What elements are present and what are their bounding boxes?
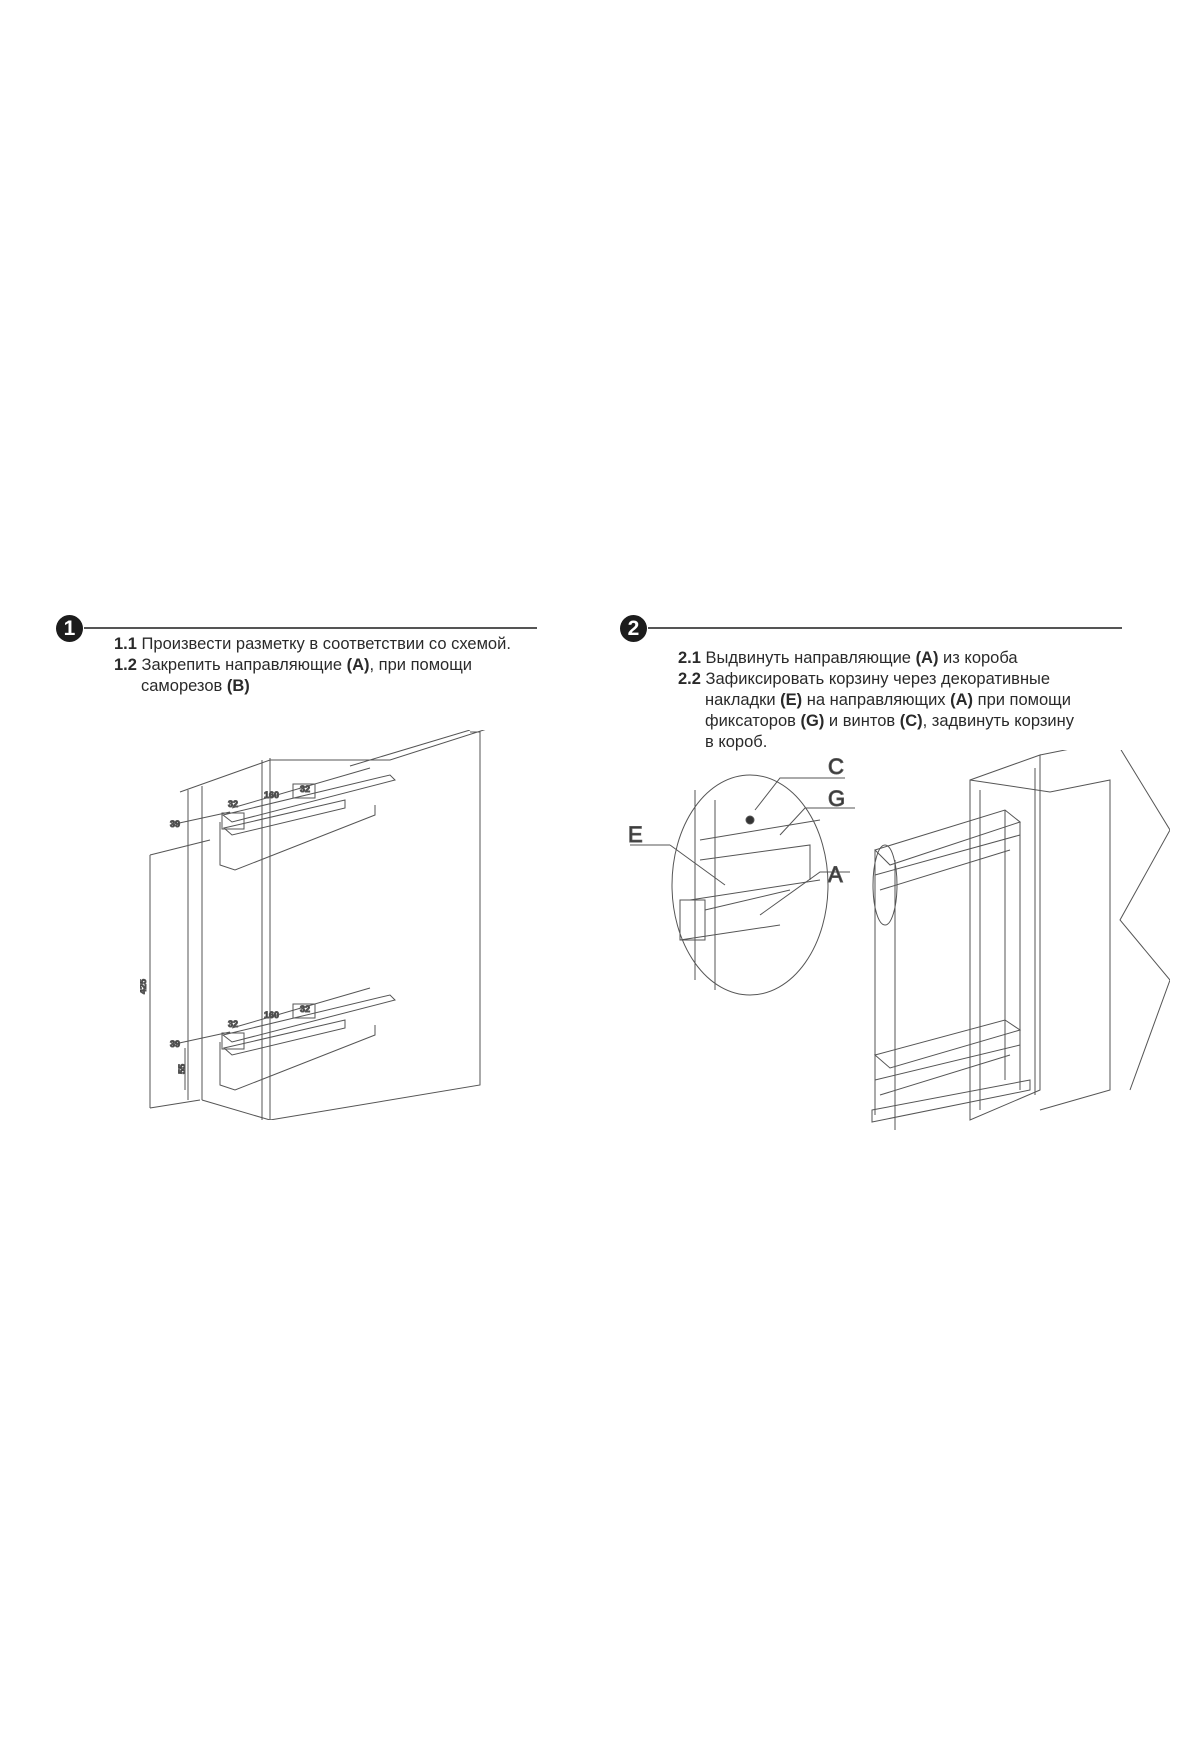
dim-spacing-top: 160 xyxy=(264,790,279,800)
dim-offset-bottom: 39 xyxy=(170,1039,180,1049)
dim-offset-top: 39 xyxy=(170,819,180,829)
dim-bottom: 55 xyxy=(177,1064,187,1074)
cabinet xyxy=(969,750,1170,1121)
step-1-badge: 1 xyxy=(56,615,83,642)
rail-top xyxy=(169,767,396,871)
step-2-divider xyxy=(648,627,1122,629)
instruction-1-1: 1.1 Произвести разметку в соответствии с… xyxy=(114,635,511,653)
dim-pitch-2-bottom: 32 xyxy=(300,1004,310,1014)
dim-pitch-1-top: 32 xyxy=(228,799,238,809)
step-1-instructions: 1.1 Произвести разметку в соответствии с… xyxy=(114,634,511,697)
step-1-divider xyxy=(84,627,537,629)
instruction-2-2-line-2: накладки (E) на направляющих (A) при пом… xyxy=(705,691,1071,709)
basket xyxy=(871,809,1031,1130)
basket-install-diagram: C G E A xyxy=(628,750,1170,1130)
dim-spacing-bottom: 160 xyxy=(264,1010,279,1020)
dim-pitch-1-bottom: 32 xyxy=(228,1019,238,1029)
dim-pitch-2-top: 32 xyxy=(300,784,310,794)
instruction-1-2-cont: саморезов (B) xyxy=(141,677,250,695)
instruction-1-2: 1.2 Закрепить направляющие (A), при помо… xyxy=(114,656,473,674)
rail-bottom xyxy=(169,987,396,1091)
instruction-2-2-line-3: фиксаторов (G) и винтов (C), задвинуть к… xyxy=(705,712,1074,730)
callout-g: G xyxy=(828,786,845,811)
instruction-2-2-line-4: в короб. xyxy=(705,733,768,751)
detail-callout xyxy=(671,774,829,996)
instruction-2-2: 2.2 Зафиксировать корзину через декорати… xyxy=(678,670,1051,688)
callout-e: E xyxy=(628,822,643,847)
callout-c: C xyxy=(828,754,844,779)
callout-a: A xyxy=(828,862,843,887)
step-2-badge: 2 xyxy=(620,615,647,642)
rail-mounting-diagram: 425 39 32 160 32 39 32 160 32 55 xyxy=(140,730,491,1120)
dim-height: 425 xyxy=(140,979,148,994)
instruction-2-1: 2.1 Выдвинуть направляющие (A) из короба xyxy=(678,649,1018,667)
step-2-instructions: 2.1 Выдвинуть направляющие (A) из короба… xyxy=(678,648,1074,753)
